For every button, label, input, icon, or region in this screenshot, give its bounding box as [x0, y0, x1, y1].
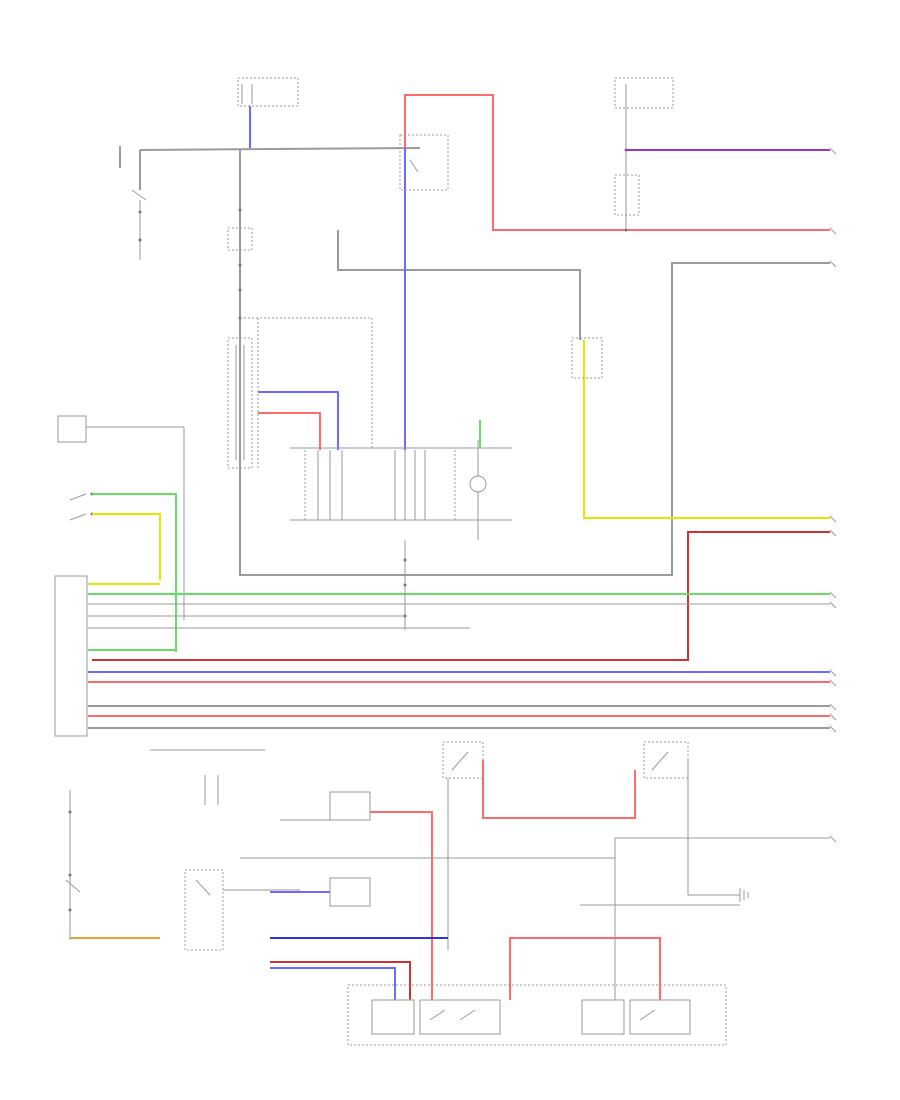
center-relay	[399, 134, 449, 191]
module-left-box	[57, 415, 185, 620]
fuse-block-left	[237, 77, 299, 107]
fuse-block-right	[614, 77, 674, 232]
right-edge-terminals	[829, 147, 837, 843]
ground-stack-center	[403, 540, 470, 630]
main-connector	[54, 575, 88, 737]
bottom-left-switch	[65, 790, 81, 940]
switch-left-group	[131, 189, 147, 260]
ground-right	[580, 888, 749, 906]
bottom-module	[347, 984, 727, 1046]
switch-pair-left	[69, 492, 94, 521]
lamp-module-upper	[280, 791, 371, 821]
lamp-module-lower	[329, 877, 371, 907]
bottom-relay-left	[184, 869, 300, 951]
relay-right-column	[571, 337, 603, 379]
relay-upper-center	[442, 741, 484, 950]
relay-left-column	[227, 208, 253, 469]
center-connector-box	[290, 440, 512, 540]
relay-upper-right	[643, 741, 689, 895]
